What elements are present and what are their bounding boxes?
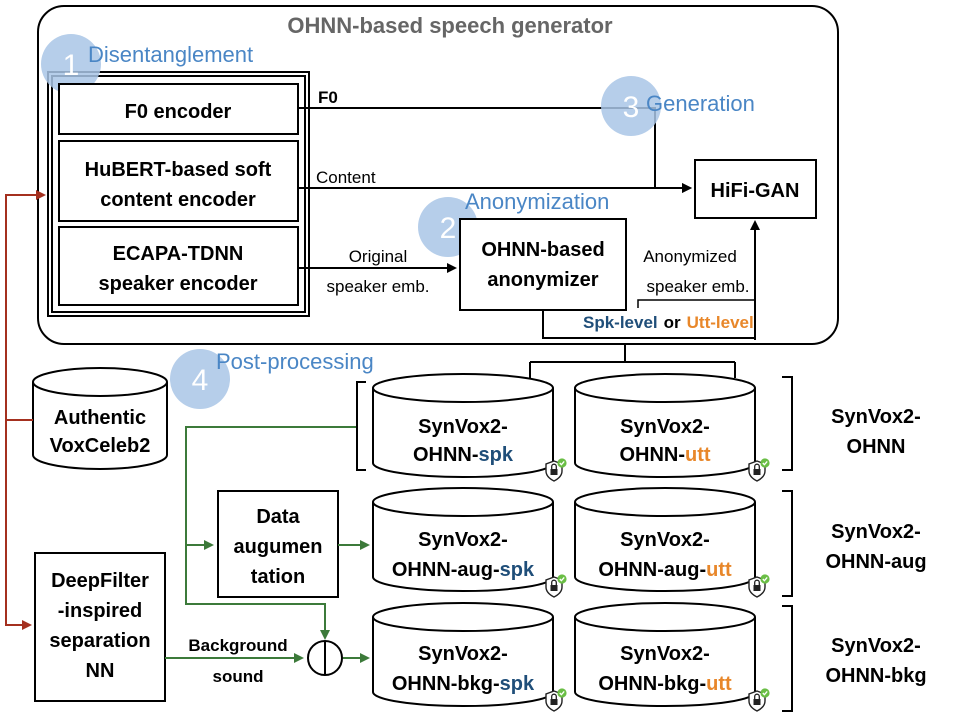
augmentation-label-1: Data [256, 506, 300, 528]
f0-encoder-box [58, 83, 299, 135]
hubert-encoder-box [58, 140, 299, 222]
step-4-label: Post-processing [216, 349, 374, 374]
step-1-label: Disentanglement [88, 42, 253, 67]
dataset-label-ohnn-utt-2: OHNN-utt [619, 444, 710, 466]
dataset-label-aug-spk-2: OHNN-aug-spk [392, 559, 535, 581]
dataset-label-aug-utt-1: SynVox2- [620, 529, 710, 551]
mixer-sum-node [307, 640, 343, 676]
group-bracket-ohnn-bkg [782, 605, 793, 712]
background-edge-label-1: Background [188, 636, 287, 655]
dataset-cylinder-bkg-spk [372, 602, 554, 707]
generator-title: OHNN-based speech generator [287, 13, 613, 38]
level-bracket [637, 299, 756, 308]
hubert-encoder-label-2: content encoder [100, 189, 256, 211]
hubert-encoder-label-1: HuBERT-based soft [85, 159, 272, 181]
dataset-label-ohnn-spk-1: SynVox2- [418, 416, 508, 438]
dataset-label-bkg-spk-2: OHNN-bkg-spk [392, 673, 535, 695]
group-label-bkg-2: OHNN-bkg [825, 665, 926, 687]
encoder-group-inner [51, 75, 306, 313]
dataset-label-aug-utt-2: OHNN-aug-utt [598, 559, 732, 581]
group-label-aug-1: SynVox2- [831, 521, 921, 543]
dataset-cylinder-bkg-utt [574, 602, 756, 707]
f0-encoder-label: F0 encoder [125, 101, 232, 123]
hifigan-box [694, 159, 817, 219]
group-bracket-ohnn [782, 376, 793, 471]
augmentation-label-2: augumen [234, 536, 323, 558]
step-3-badge [601, 76, 661, 136]
generator-to-datasets-line [529, 344, 736, 378]
dataset-cylinder-aug-utt [574, 487, 756, 592]
group-label-ohnn-2: OHNN [847, 436, 906, 458]
dataset-label-aug-spk-1: SynVox2- [418, 529, 508, 551]
step-4-number: 4 [192, 364, 209, 397]
anonymized-edge-label-2: speaker emb. [647, 277, 750, 296]
ecapa-encoder-label-1: ECAPA-TDNN [113, 243, 244, 265]
deepfilter-label-3: separation [49, 630, 150, 652]
deepfilter-label-2: -inspired [58, 600, 142, 622]
dataset-label-bkg-utt-1: SynVox2- [620, 643, 710, 665]
original-edge-label-2: speaker emb. [327, 277, 430, 296]
red-separation-arrow [5, 420, 32, 630]
authentic-label-1: Authentic [54, 407, 146, 429]
step-1-number: 1 [63, 49, 80, 82]
green-dataset-feed-line [185, 426, 357, 640]
ecapa-encoder-label-2: speaker encoder [99, 273, 258, 295]
content-edge-label: Content [316, 168, 376, 187]
anonymizer-label-2: anonymizer [487, 269, 598, 291]
step-4-badge [170, 349, 230, 409]
encoder-group-outer [47, 71, 310, 317]
authentic-label-2: VoxCeleb2 [50, 435, 151, 457]
red-feed-line [5, 190, 46, 421]
anonymizer-box [459, 218, 627, 311]
group-label-aug-2: OHNN-aug [825, 551, 926, 573]
group-label-bkg-1: SynVox2- [831, 635, 921, 657]
deepfilter-label-4: NN [86, 660, 115, 682]
dataset-label-ohnn-utt-1: SynVox2- [620, 416, 710, 438]
row1-left-bracket [356, 381, 366, 471]
group-label-ohnn-1: SynVox2- [831, 406, 921, 428]
dataset-cylinder-ohnn-utt [574, 373, 756, 478]
dataset-cylinder-aug-spk [372, 487, 554, 592]
step-3-label: Generation [646, 91, 755, 116]
group-bracket-ohnn-aug [782, 490, 793, 597]
step-2-number: 2 [440, 212, 457, 245]
step-1-badge [41, 34, 101, 94]
hifigan-label: HiFi-GAN [711, 180, 800, 202]
anonymizer-output-line [542, 310, 755, 339]
anonymizer-label-1: OHNN-based [481, 239, 604, 261]
original-edge-label-1: Original [349, 247, 408, 266]
f0-edge-label: F0 [318, 88, 338, 107]
dataset-label-bkg-spk-1: SynVox2- [418, 643, 508, 665]
authentic-voxceleb2-cylinder [32, 367, 168, 470]
deepfilter-box [34, 552, 166, 702]
deepfilter-label-1: DeepFilter [51, 570, 149, 592]
background-edge-label-2: sound [213, 667, 264, 686]
dataset-cylinder-ohnn-spk [372, 373, 554, 478]
dataset-label-ohnn-spk-2: OHNN-spk [413, 444, 514, 466]
augmentation-label-3: tation [251, 566, 305, 588]
generator-frame [37, 5, 839, 345]
ecapa-encoder-box [58, 226, 299, 306]
dataset-label-bkg-utt-2: OHNN-bkg-utt [598, 673, 732, 695]
anonymized-edge-label-1: Anonymized [643, 247, 737, 266]
step-3-number: 3 [623, 91, 640, 124]
step-2-label: Anonymization [465, 189, 609, 214]
